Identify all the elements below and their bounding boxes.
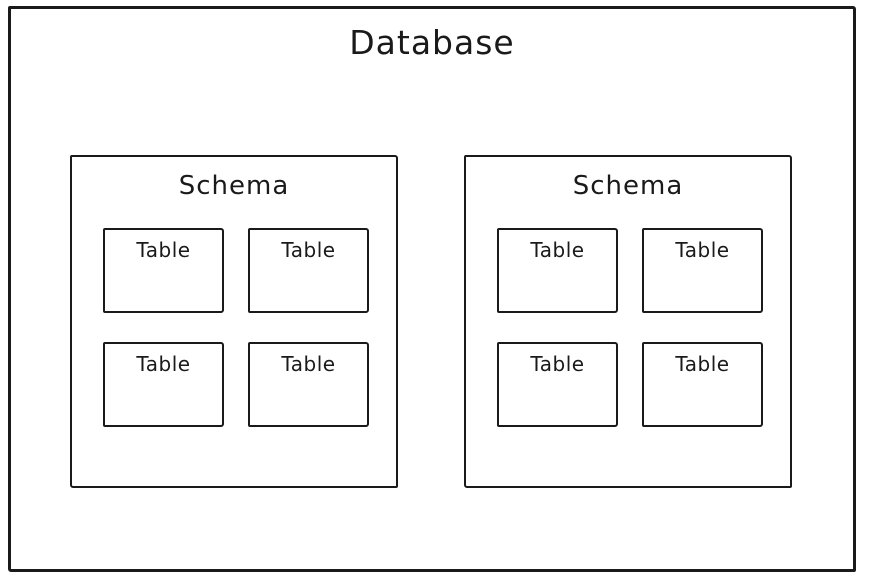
table-label: Table bbox=[281, 238, 336, 262]
schema-box-right: Schema Table Table Table Table bbox=[464, 155, 792, 488]
table-grid: Table Table Table Table bbox=[103, 228, 369, 427]
table-box: Table bbox=[103, 342, 224, 427]
table-label: Table bbox=[136, 238, 191, 262]
table-label: Table bbox=[281, 352, 336, 376]
table-box: Table bbox=[497, 228, 618, 313]
table-box: Table bbox=[248, 342, 369, 427]
table-box: Table bbox=[497, 342, 618, 427]
table-box: Table bbox=[642, 228, 763, 313]
table-label: Table bbox=[530, 352, 585, 376]
database-box: Database Schema Table Table Table Table bbox=[8, 6, 856, 572]
table-box: Table bbox=[642, 342, 763, 427]
schema-title: Schema bbox=[572, 171, 684, 201]
table-grid: Table Table Table Table bbox=[497, 228, 763, 427]
schema-box-left: Schema Table Table Table Table bbox=[70, 155, 398, 488]
table-label: Table bbox=[675, 238, 730, 262]
table-label: Table bbox=[675, 352, 730, 376]
table-box: Table bbox=[248, 228, 369, 313]
table-box: Table bbox=[103, 228, 224, 313]
database-title: Database bbox=[349, 23, 515, 62]
table-label: Table bbox=[136, 352, 191, 376]
schema-title: Schema bbox=[178, 171, 290, 201]
table-label: Table bbox=[530, 238, 585, 262]
